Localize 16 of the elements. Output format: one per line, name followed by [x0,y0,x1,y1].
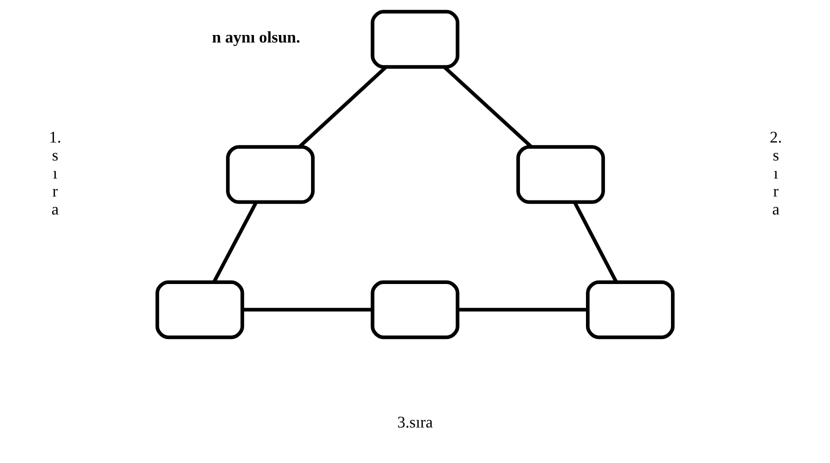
connector [457,308,588,312]
node-box [370,280,459,340]
node-box [585,280,674,340]
connector [242,308,372,312]
label: 3.sıra [396,414,432,432]
connector [442,66,532,148]
label: n aynı olsun. [212,28,300,46]
node-box [155,280,244,340]
node-box [516,145,604,204]
connector [572,202,618,283]
label: 1. s ı r a [48,128,61,219]
connector [298,66,386,148]
node-box [226,145,314,204]
label: 2. s ı r a [769,128,782,219]
node-box [370,10,459,69]
connector [212,202,258,283]
